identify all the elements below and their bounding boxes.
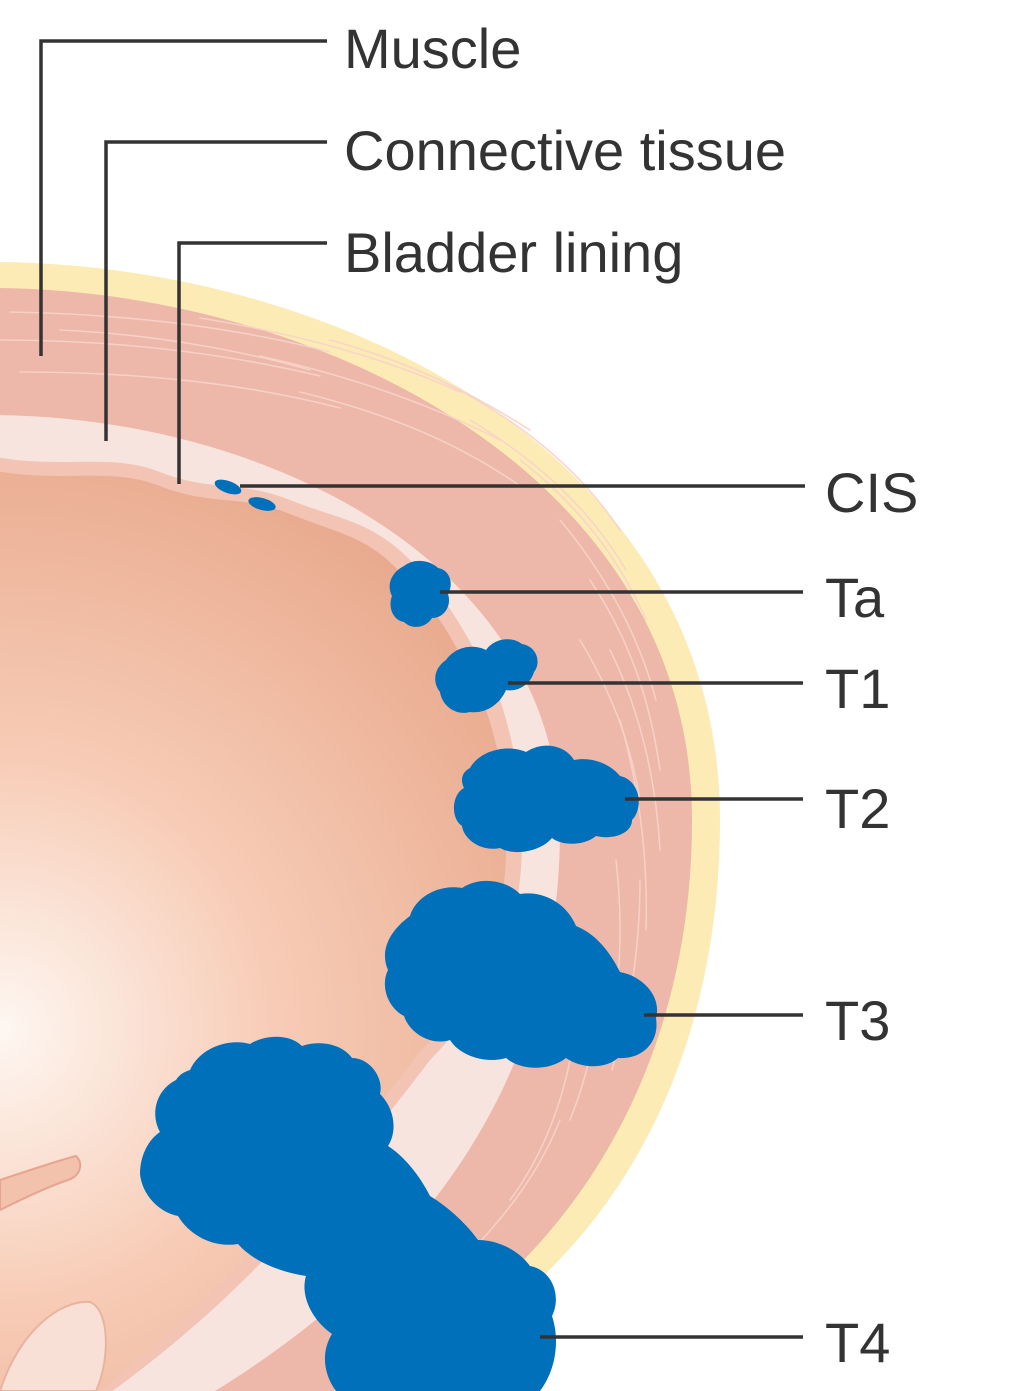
leader-connective-tissue xyxy=(104,140,327,441)
tumour-t2 xyxy=(453,745,639,853)
bladder-lumen xyxy=(0,471,507,1391)
label-t3: T3 xyxy=(825,989,890,1052)
tumour-ta xyxy=(389,560,451,627)
urethra-section xyxy=(0,1300,107,1391)
tumour-t1 xyxy=(435,639,538,713)
label-t4: T4 xyxy=(825,1311,890,1374)
label-t1: T1 xyxy=(825,657,890,720)
leader-lines xyxy=(39,39,805,1339)
label-muscle: Muscle xyxy=(344,17,521,80)
label-connective-tissue: Connective tissue xyxy=(344,119,786,182)
tumour-t4 xyxy=(140,1036,556,1391)
label-t2: T2 xyxy=(825,777,890,840)
label-ta: Ta xyxy=(825,566,885,629)
label-bladder-lining: Bladder lining xyxy=(344,221,683,284)
labels: Muscle Connective tissue Bladder lining … xyxy=(344,17,918,1374)
tumour-t3 xyxy=(384,880,658,1068)
ureter-orifice xyxy=(0,1154,82,1212)
tumour-cis xyxy=(214,479,276,511)
label-cis: CIS xyxy=(825,461,918,524)
leader-bladder-lining xyxy=(177,241,327,484)
leader-muscle xyxy=(39,39,327,356)
tumours xyxy=(140,479,658,1391)
